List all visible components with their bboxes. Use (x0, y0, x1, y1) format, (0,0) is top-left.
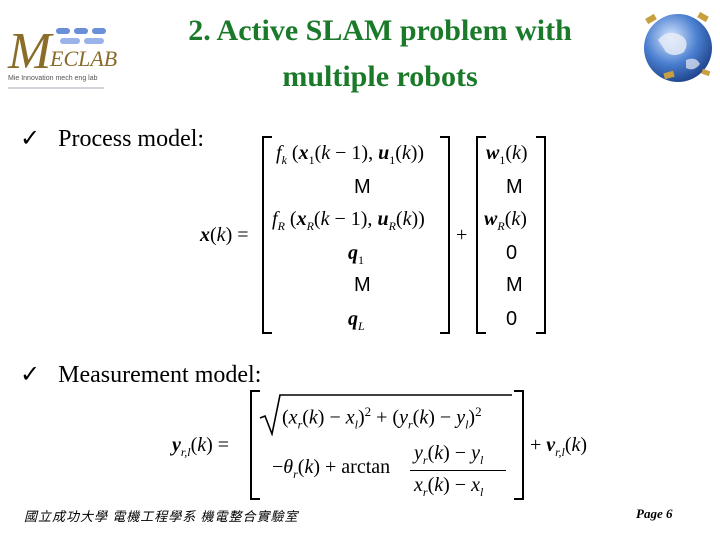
measurement-noise: + vr,l(k) (530, 434, 588, 459)
svg-text:Mie Innovation mech eng lab: Mie Innovation mech eng lab (8, 75, 98, 82)
fraction-numerator: yr(k) − yl (414, 442, 484, 467)
meclab-logo: M ECLAB Mie Innovation mech eng lab (4, 10, 128, 96)
noise-row-3: wR(k) (484, 208, 527, 233)
noise-row-2: M (506, 176, 523, 198)
sqrt-content: (xr(k) − xl)2 + (yr(k) − yl)2 (282, 404, 482, 432)
footer-page-number: Page 6 (636, 506, 673, 521)
right-bracket-close (536, 136, 546, 334)
left-bracket-close (440, 136, 450, 334)
bullet-text-measurement: Measurement model: (58, 362, 262, 388)
meas-bracket-open (250, 390, 260, 500)
svg-text:M: M (7, 23, 54, 80)
noise-row-5: M (506, 274, 523, 296)
angle-prefix: −θr(k) + arctan (272, 456, 391, 481)
process-plus: + (456, 224, 468, 246)
bullet-text-process: Process model: (58, 126, 205, 152)
meas-bracket-close (514, 390, 524, 500)
slide-title: 2. Active SLAM problem with multiple rob… (140, 8, 620, 100)
process-row-6: qL (348, 308, 365, 333)
bullet-process-model: ✓ Process model: (20, 124, 204, 153)
globe-icon (636, 6, 718, 88)
title-line-1: 2. Active SLAM problem with (188, 14, 572, 47)
process-row-1: fk (x1(k − 1), u1(k)) (276, 142, 425, 167)
process-row-4: q1 (348, 242, 364, 267)
footer-institution: 國立成功大學 電機工程學系 機電整合實驗室 (24, 509, 299, 524)
fraction-denominator: xr(k) − xl (414, 474, 484, 499)
svg-text:ECLAB: ECLAB (49, 46, 117, 71)
process-row-2: M (354, 176, 371, 198)
noise-row-6: 0 (506, 308, 518, 330)
process-row-5: M (354, 274, 371, 296)
title-line-2: multiple robots (282, 60, 478, 93)
checkmark-icon: ✓ (20, 124, 41, 152)
checkmark-icon: ✓ (20, 360, 41, 388)
left-bracket-open (262, 136, 272, 334)
measurement-lhs: yr,l(k) = (172, 434, 230, 459)
process-row-3: fR (xR(k − 1), uR(k)) (272, 208, 425, 233)
bullet-measurement-model: ✓ Measurement model: (20, 360, 261, 389)
noise-row-1: w1(k) (486, 142, 528, 167)
noise-row-4: 0 (506, 242, 518, 264)
sqrt-term (258, 392, 514, 437)
right-bracket-open (476, 136, 486, 334)
fraction-bar (410, 470, 506, 471)
process-lhs: x(k) = (200, 224, 249, 246)
